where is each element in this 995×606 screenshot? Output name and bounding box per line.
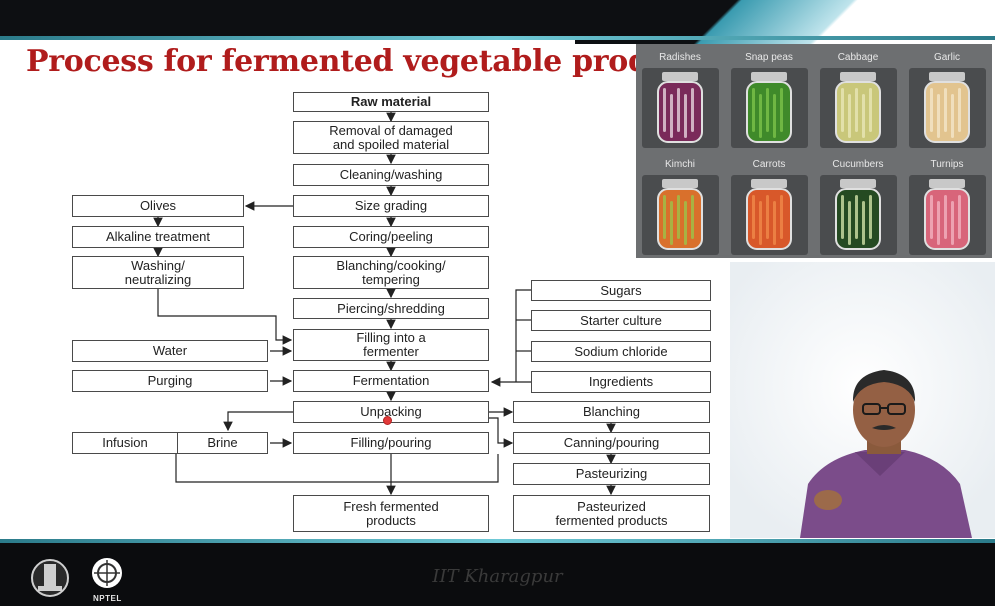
step-fermentation: Fermentation — [293, 370, 489, 392]
branch-pasteurized-products: Pasteurized fermented products — [513, 495, 710, 532]
jar-tile: Cabbage — [814, 44, 902, 151]
nptel-logo-text: NPTEL — [93, 594, 122, 603]
step-filling-fermenter: Filling into a fermenter — [293, 329, 489, 361]
step-size-grading: Size grading — [293, 195, 489, 217]
arrow-to-canning — [489, 417, 514, 448]
jar-icon — [924, 72, 970, 143]
nptel-logo-icon — [92, 558, 122, 588]
input-sugars: Sugars — [531, 280, 711, 301]
step-cleaning-washing: Cleaning/washing — [293, 164, 489, 186]
jar-icon — [924, 179, 970, 250]
branch-olives: Olives — [72, 195, 244, 217]
top-bar — [0, 0, 995, 44]
step-raw-material: Raw material — [293, 92, 489, 112]
arrow-to-brine — [223, 411, 293, 432]
jar-label: Turnips — [930, 159, 964, 170]
footer-institute: IIT Kharagpur — [432, 566, 563, 587]
top-bar-stripe — [0, 36, 995, 40]
jar-tile: Cucumbers — [814, 151, 902, 258]
input-ingredients: Ingredients — [531, 371, 711, 393]
jar-icon — [835, 179, 881, 250]
jar-label: Cabbage — [837, 52, 879, 63]
branch-pasteurizing: Pasteurizing — [513, 463, 710, 485]
jar-tile: Carrots — [725, 151, 813, 258]
jar-icon — [657, 72, 703, 143]
arrow-olive-to-fermenter — [157, 289, 293, 345]
jar-label: Kimchi — [664, 159, 695, 170]
jar-label: Cucumbers — [832, 159, 884, 170]
jar-label: Radishes — [659, 52, 701, 63]
jar-icon — [835, 72, 881, 143]
pointer-cursor — [383, 416, 392, 425]
branch-blanching: Blanching — [513, 401, 710, 423]
input-purging: Purging — [72, 370, 268, 392]
presenter-image — [730, 262, 995, 538]
branch-canning-pouring: Canning/pouring — [513, 432, 710, 454]
input-infusion: Infusion — [72, 432, 178, 454]
jar-icon — [746, 72, 792, 143]
bottom-bar-stripe — [0, 539, 995, 543]
jar-tile: Snap peas — [725, 44, 813, 151]
jar-label: Carrots — [752, 159, 786, 170]
branch-washing-neutralizing: Washing/ neutralizing — [72, 256, 244, 289]
jar-tile: Radishes — [636, 44, 724, 151]
bottom-bar: IIT Kharagpur — [0, 539, 995, 606]
step-coring-peeling: Coring/peeling — [293, 226, 489, 248]
input-water: Water — [72, 340, 268, 362]
iit-logo-icon — [31, 559, 69, 597]
bottom-join-line — [175, 454, 499, 483]
step-blanching-cooking: Blanching/cooking/ tempering — [293, 256, 489, 289]
input-starter-culture: Starter culture — [531, 310, 711, 331]
bracket-right-inputs — [515, 289, 531, 382]
jar-tile: Kimchi — [636, 151, 724, 258]
slide-title: Process for fermented vegetable products — [26, 44, 719, 79]
step-removal-damaged: Removal of damaged and spoiled material — [293, 121, 489, 154]
step-fresh-fermented: Fresh fermented products — [293, 495, 489, 532]
jar-tile: Garlic — [903, 44, 991, 151]
branch-alkaline-treatment: Alkaline treatment — [72, 226, 244, 248]
input-sodium-chloride: Sodium chloride — [531, 341, 711, 362]
step-piercing-shredding: Piercing/shredding — [293, 298, 489, 319]
jar-icon — [746, 179, 792, 250]
jar-icon — [657, 179, 703, 250]
step-filling-pouring: Filling/pouring — [293, 432, 489, 454]
jar-label: Snap peas — [745, 52, 793, 63]
input-brine: Brine — [177, 432, 268, 454]
jar-tile: Turnips — [903, 151, 991, 258]
jar-label: Garlic — [933, 52, 961, 63]
speaker-video — [730, 262, 995, 538]
